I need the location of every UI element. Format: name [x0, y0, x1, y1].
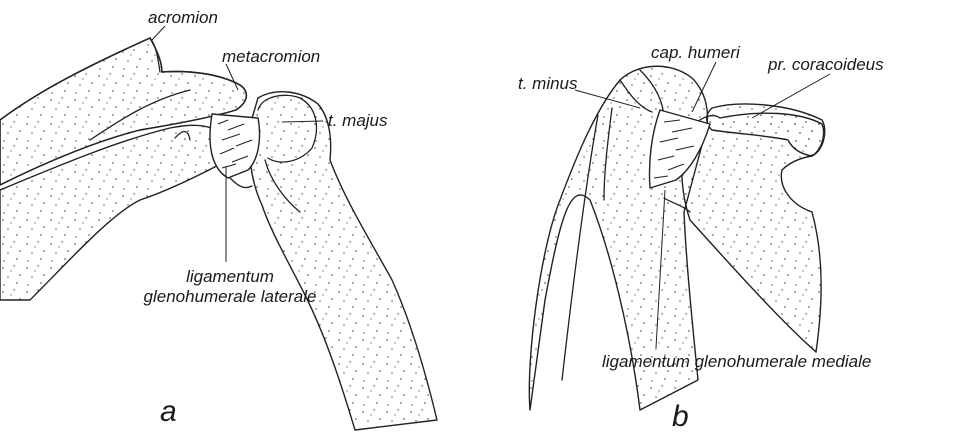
label-metacromion: metacromion [222, 47, 320, 66]
label-ligament-a-line1: ligamentum [186, 267, 274, 286]
humerus-a [249, 92, 437, 430]
panel-label-b: b [672, 400, 689, 433]
label-t-minus: t. minus [518, 74, 578, 93]
panel-a [0, 26, 437, 430]
label-acromion: acromion [148, 8, 218, 27]
panel-label-a: a [160, 395, 177, 428]
label-t-majus: t. majus [328, 111, 388, 130]
leader-acromion [152, 26, 165, 40]
label-pr-coracoideus: pr. coracoideus [767, 55, 884, 74]
label-ligament-b: ligamentum glenohumerale mediale [602, 352, 871, 371]
label-cap-humeri: cap. humeri [651, 43, 741, 62]
label-ligament-a-line2: glenohumerale laterale [144, 287, 317, 306]
